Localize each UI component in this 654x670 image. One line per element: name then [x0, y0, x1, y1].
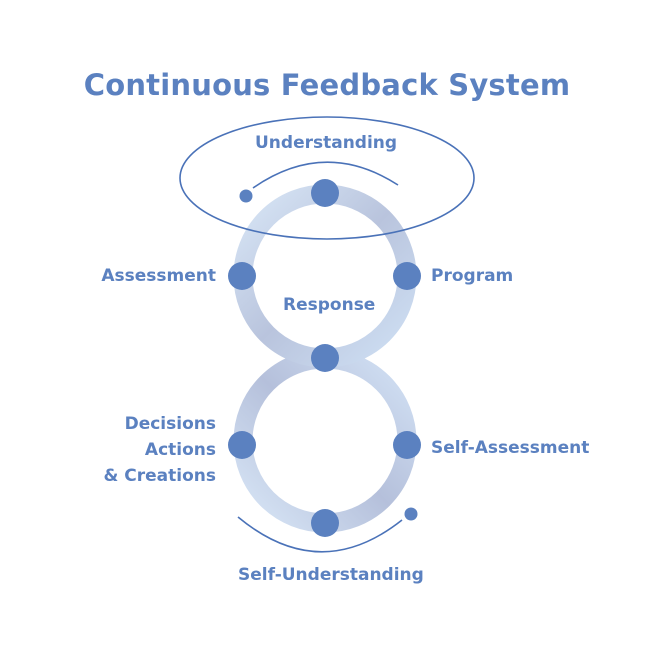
node-response	[311, 344, 339, 372]
bottom-arc-endpoint	[404, 507, 418, 521]
label-response: Response	[283, 295, 376, 315]
bottom-flow-arc	[237, 516, 403, 553]
top-arc-endpoint	[239, 189, 253, 203]
node-assessment	[228, 262, 256, 290]
label-actions: Actions	[144, 440, 216, 460]
label-assessment: Assessment	[101, 266, 216, 286]
label-self-understanding: Self-Understanding	[238, 565, 424, 585]
node-self-assessment	[393, 431, 421, 459]
upper-loop-ring	[233, 184, 417, 368]
node-decisions	[228, 431, 256, 459]
label-understanding: Understanding	[255, 133, 398, 153]
node-understanding	[311, 179, 339, 207]
label-decisions: Decisions	[124, 414, 216, 434]
top-flow-arc	[252, 161, 399, 189]
lower-loop-ring	[233, 349, 417, 533]
diagram-title: Continuous Feedback System	[83, 68, 571, 102]
label-creations: & Creations	[103, 466, 216, 486]
understanding-ellipse	[179, 116, 475, 240]
label-decisions-group: Decisions Actions & Creations	[56, 411, 216, 489]
label-program: Program	[431, 266, 514, 286]
node-self-understanding	[311, 509, 339, 537]
label-self-assessment: Self-Assessment	[431, 438, 590, 458]
node-program	[393, 262, 421, 290]
